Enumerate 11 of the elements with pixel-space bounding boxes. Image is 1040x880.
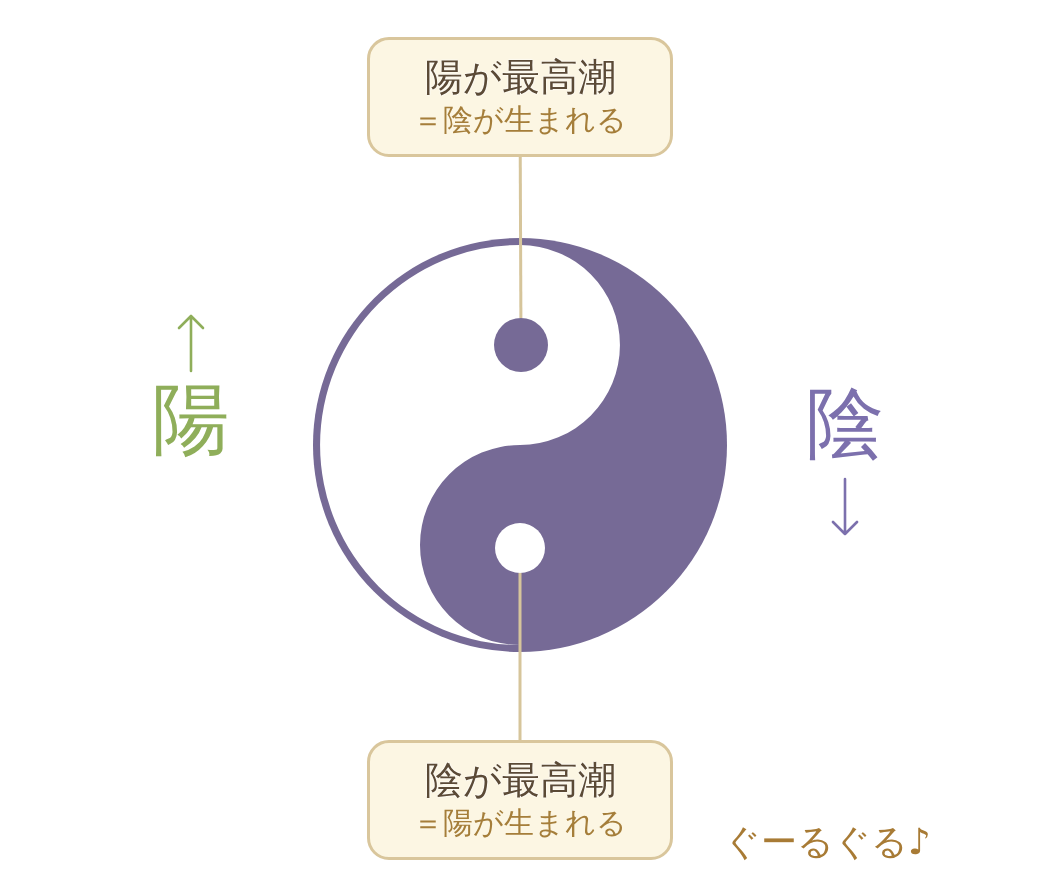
callout-box [367,740,673,860]
leader-line [518,157,523,318]
callout-heading: 陽が最高潮 [424,56,616,100]
leader-line [518,573,522,740]
callout-heading: 陰が最高潮 [424,759,616,803]
side-label: 陰 [806,384,884,462]
callout-subtext: ＝陰が生まれる [413,101,627,138]
callout-subtext: ＝陽が生まれる [413,804,627,841]
side-label: 陽 [152,380,230,458]
callout-box [367,37,673,157]
note-text: ぐーるぐる♪ [724,824,931,860]
